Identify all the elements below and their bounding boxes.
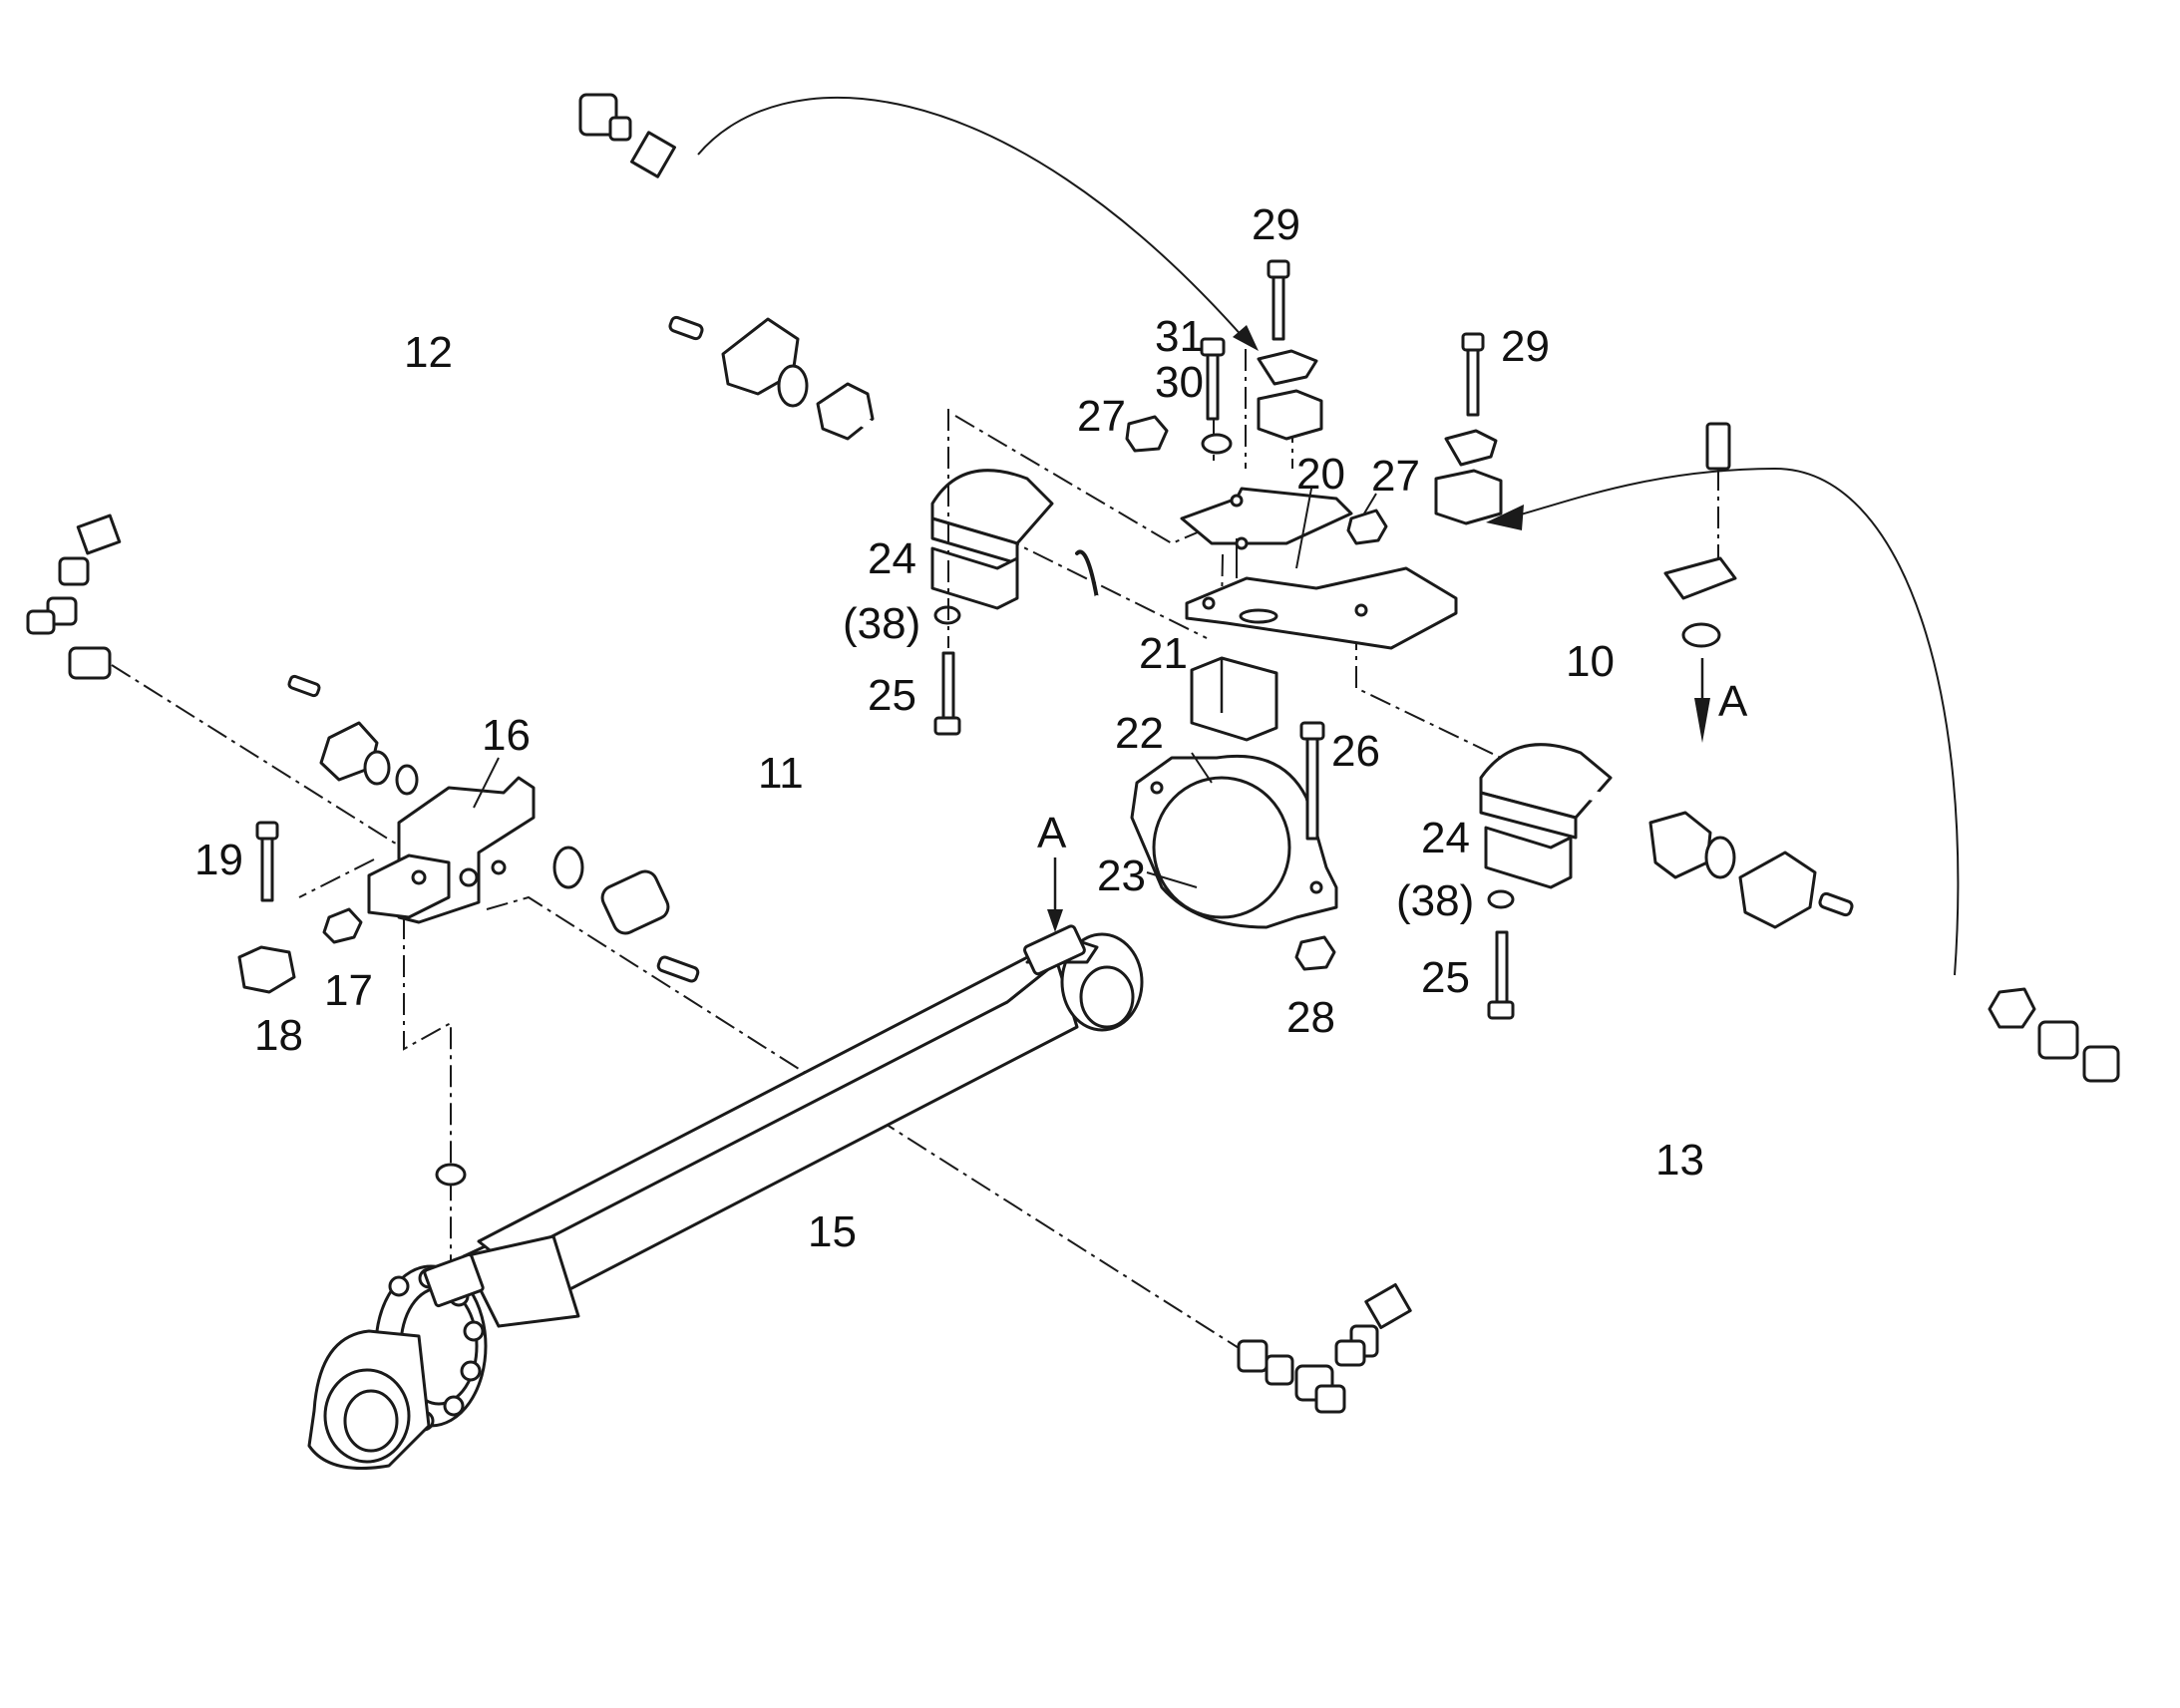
- pipe-12: [26, 93, 719, 680]
- leader-lines: [473, 488, 1377, 888]
- view-marker-a-right: A: [1718, 677, 1748, 726]
- reference-arrows: [697, 96, 1960, 976]
- callout-15: 15: [808, 1207, 857, 1256]
- callout-22: 22: [1115, 709, 1164, 758]
- o-ring: [435, 1163, 467, 1187]
- callout-20: 20: [1296, 450, 1345, 499]
- callout-29-right: 29: [1501, 322, 1550, 371]
- callout-38-left: (38): [843, 599, 920, 648]
- spacer-block-21: [1190, 656, 1278, 742]
- bolts: [255, 259, 1485, 971]
- valve-block-16: [319, 721, 536, 924]
- callout-labels: 10 11 12 13 15 16 17 18 19 20 21 22 23 2…: [194, 200, 1748, 1256]
- callout-12: 12: [404, 328, 453, 377]
- callout-28: 28: [1286, 993, 1335, 1042]
- view-marker-a-top: A: [1037, 809, 1067, 857]
- section-arrows: [1047, 658, 1710, 932]
- fittings-17-18: [237, 846, 584, 994]
- clamp-halves-29: [1257, 349, 1503, 525]
- callout-10: 10: [1566, 637, 1615, 686]
- flange-upper-left: [668, 315, 927, 459]
- callout-27-left: 27: [1077, 392, 1126, 441]
- callout-19: 19: [194, 836, 243, 884]
- callout-38-right: (38): [1396, 876, 1474, 925]
- flange-right: [1576, 788, 1854, 929]
- callout-31: 31: [1155, 312, 1204, 361]
- callout-29-top: 29: [1252, 200, 1300, 249]
- pipe-11: [600, 549, 1103, 983]
- callout-21: 21: [1139, 629, 1188, 678]
- callout-16: 16: [482, 711, 531, 760]
- callout-27-right: 27: [1371, 452, 1420, 501]
- pipe-10: [1455, 422, 1737, 721]
- fittings-lower-right: [1237, 1339, 1346, 1414]
- callout-17: 17: [324, 966, 373, 1015]
- callout-30: 30: [1155, 358, 1204, 407]
- callout-24-right: 24: [1421, 814, 1470, 862]
- callout-13: 13: [1655, 1136, 1704, 1185]
- callout-25-right: 25: [1421, 953, 1470, 1002]
- clamp-block-left: [930, 409, 1054, 736]
- callout-24-left: 24: [868, 534, 916, 583]
- clamp-block-right: [1479, 743, 1613, 1020]
- callout-18: 18: [254, 1011, 303, 1060]
- callout-23: 23: [1097, 852, 1146, 900]
- callout-11: 11: [758, 749, 804, 798]
- callout-25-left: 25: [868, 671, 916, 720]
- hydraulic-cylinder-15: [307, 924, 1144, 1470]
- callout-26: 26: [1331, 727, 1380, 776]
- clamp-ring-22-23: [1130, 754, 1338, 929]
- pipe-13: [1334, 955, 2120, 1367]
